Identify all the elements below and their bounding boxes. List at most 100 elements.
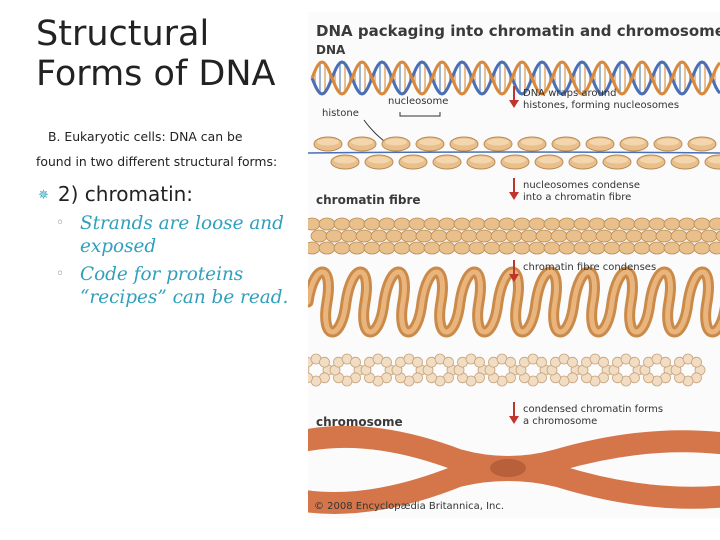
nucleosome-label: nucleosome bbox=[388, 96, 448, 107]
sub-point-list: ◦Strands are loose and exposed ◦Code for… bbox=[52, 212, 310, 314]
chromatin-rosette bbox=[350, 356, 361, 368]
bullet-icon: ✵ bbox=[38, 188, 49, 203]
chromatin-rosette bbox=[567, 356, 578, 368]
histone-highlight bbox=[623, 138, 645, 146]
fibre-bead bbox=[378, 241, 396, 255]
histone-highlight bbox=[555, 138, 577, 146]
fibre-bead bbox=[348, 241, 366, 255]
step-caption: nucleosomes condense bbox=[523, 180, 640, 191]
histone-highlight bbox=[487, 138, 509, 146]
step-arrow-head bbox=[509, 192, 519, 200]
fibre-bead bbox=[633, 217, 651, 231]
fibre-bead bbox=[498, 241, 516, 255]
fibre-bead bbox=[648, 241, 666, 255]
fibre-bead bbox=[423, 241, 441, 255]
histone-highlight bbox=[334, 156, 356, 164]
step-arrow-head bbox=[509, 100, 519, 108]
fibre-bead bbox=[370, 229, 388, 243]
dna-strand bbox=[310, 60, 720, 96]
histone-highlight bbox=[351, 138, 373, 146]
histone-label: histone bbox=[322, 108, 359, 119]
fibre-bead bbox=[430, 229, 448, 243]
step-caption: histones, forming nucleosomes bbox=[523, 100, 679, 111]
fibre-bead bbox=[325, 229, 343, 243]
histone-highlight bbox=[402, 156, 424, 164]
histone-highlight bbox=[470, 156, 492, 164]
fibre-bead bbox=[573, 241, 591, 255]
circle-bullet-icon: ◦ bbox=[56, 215, 65, 231]
histone-highlight bbox=[368, 156, 390, 164]
chromatin-rosette bbox=[443, 356, 454, 368]
fibre-bead bbox=[453, 241, 471, 255]
histone-highlight bbox=[640, 156, 662, 164]
chromosome-label: chromosome bbox=[316, 415, 403, 429]
fibre-bead bbox=[355, 229, 373, 243]
fibre-bead bbox=[693, 241, 711, 255]
fibre-bead bbox=[678, 241, 696, 255]
fibre-bead bbox=[385, 229, 403, 243]
histone-highlight bbox=[691, 138, 713, 146]
fibre-bead bbox=[685, 229, 703, 243]
chromatin-rosette bbox=[598, 356, 609, 368]
chromatin-rosette bbox=[691, 356, 702, 368]
fibre-bead bbox=[438, 217, 456, 231]
fibre-bead bbox=[708, 217, 720, 231]
fibre-bead bbox=[715, 230, 720, 242]
fibre-bead bbox=[633, 241, 651, 255]
nucleosome-array bbox=[308, 136, 720, 170]
title-line-2: Forms of DNA bbox=[36, 54, 276, 94]
step-caption: condensed chromatin forms bbox=[523, 404, 663, 415]
condensing-fibre-loops bbox=[308, 266, 720, 338]
chromatin-rosette bbox=[474, 356, 485, 368]
dna-packaging-figure: DNA packaging into chromatin and chromos… bbox=[308, 12, 720, 518]
fibre-bead bbox=[603, 217, 621, 231]
chromosome bbox=[308, 425, 720, 514]
histone-highlight bbox=[589, 138, 611, 146]
histone-highlight bbox=[317, 138, 339, 146]
copyright-notice: © 2008 Encyclopædia Britannica, Inc. bbox=[314, 501, 504, 512]
fibre-bead bbox=[333, 217, 351, 231]
histone-highlight bbox=[538, 156, 560, 164]
fibre-bead bbox=[520, 229, 538, 243]
fibre-bead bbox=[693, 217, 711, 231]
fibre-bead bbox=[445, 229, 463, 243]
fibre-bead bbox=[678, 217, 696, 231]
fibre-bead bbox=[595, 229, 613, 243]
step-arrow-head bbox=[509, 416, 519, 424]
histone-highlight bbox=[436, 156, 458, 164]
centromere bbox=[490, 459, 526, 477]
fibre-bead bbox=[625, 229, 643, 243]
step-caption: chromatin fibre condenses bbox=[523, 262, 656, 273]
histone-highlight bbox=[674, 156, 696, 164]
fibre-bead bbox=[648, 217, 666, 231]
chromatin-rosette bbox=[319, 356, 330, 368]
dna-label: DNA bbox=[316, 43, 346, 57]
histone-highlight bbox=[572, 156, 594, 164]
histone-highlight bbox=[385, 138, 407, 146]
fibre-bead bbox=[363, 241, 381, 255]
fibre-bead bbox=[308, 217, 321, 231]
figure-title: DNA packaging into chromatin and chromos… bbox=[316, 22, 720, 40]
fibre-loop-highlight bbox=[308, 269, 720, 335]
fibre-bead bbox=[505, 229, 523, 243]
step-caption: DNA wraps around bbox=[523, 88, 617, 99]
fibre-bead bbox=[580, 229, 598, 243]
fibre-bead bbox=[550, 229, 568, 243]
chromatin-rosette bbox=[308, 372, 313, 384]
fibre-bead bbox=[475, 229, 493, 243]
step-caption: into a chromatin fibre bbox=[523, 192, 631, 203]
fibre-bead bbox=[558, 241, 576, 255]
dna-packaging-diagram: DNA packaging into chromatin and chromos… bbox=[308, 22, 720, 514]
linker-dna bbox=[308, 151, 720, 154]
chromatin-fibre bbox=[308, 217, 720, 255]
chromatin-rosette bbox=[381, 356, 392, 368]
histone-highlight bbox=[708, 156, 720, 164]
histone-highlight bbox=[419, 138, 441, 146]
chromatin-rosette bbox=[412, 356, 423, 368]
fibre-bead bbox=[415, 229, 433, 243]
sub-point: ◦Code for proteins “recipes” can be read… bbox=[52, 263, 310, 309]
fibre-bead bbox=[318, 241, 336, 255]
fibre-bead bbox=[308, 241, 321, 255]
fibre-bead bbox=[400, 229, 418, 243]
